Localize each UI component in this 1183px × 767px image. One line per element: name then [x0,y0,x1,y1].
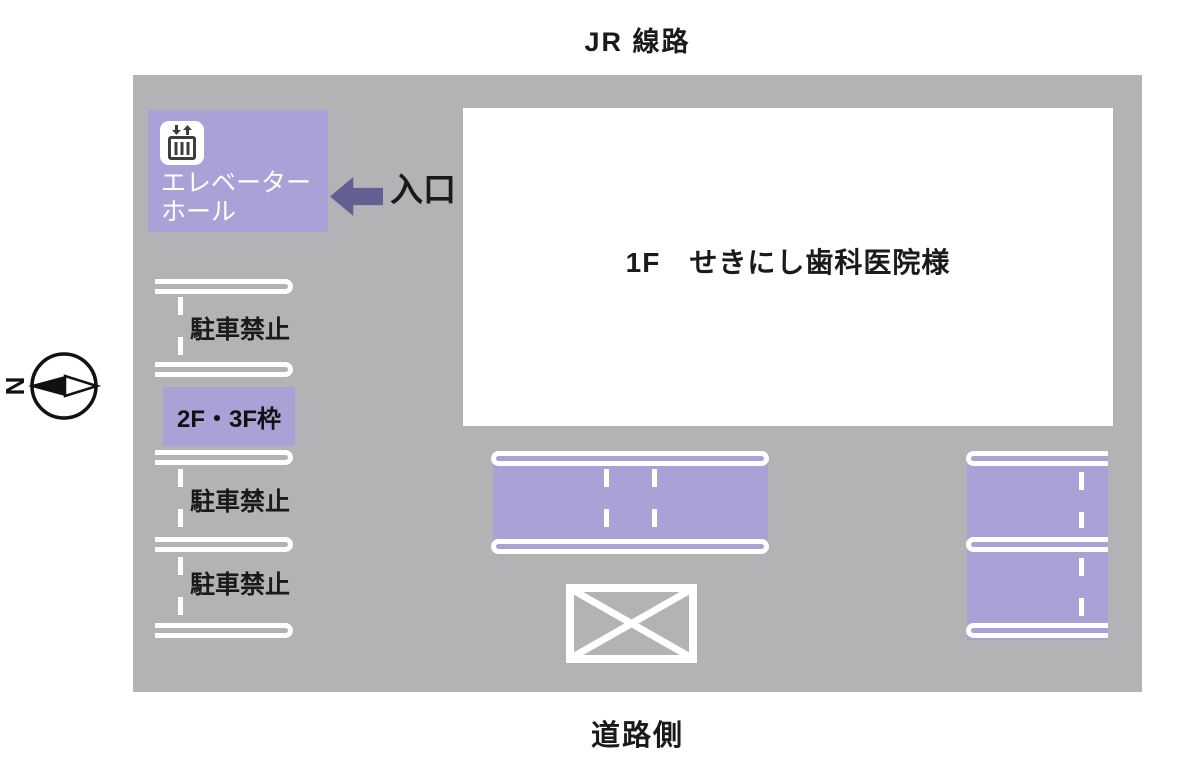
compass-north-letter: N [2,377,30,396]
parking-line [491,539,769,554]
building-1f: 1F せきにし歯科医院様 [463,108,1113,426]
parking-line [966,623,1108,638]
dashed-space-divider [1079,472,1084,528]
dashed-divider-line [178,557,183,615]
entrance-arrow-icon [330,177,383,216]
x-mark-icon [566,584,697,663]
elevator-hall-label-line2: ホール [161,198,237,226]
dashed-divider-line [178,469,183,529]
jr-line-label: JR 線路 [584,27,691,57]
parking-line [155,362,293,377]
parking-line [491,451,769,466]
parking-line [155,450,293,465]
elevator-hall-label-line1: エレベーター [161,169,312,197]
dashed-space-divider [1079,558,1084,616]
reserved-slot-label: 2F・3F枠 [176,406,281,433]
parking-line [155,279,293,294]
parking-line [966,537,1108,552]
no-parking-label: 駐車禁止 [190,488,291,516]
no-parking-label: 駐車禁止 [190,316,291,344]
compass-icon: N [2,352,102,420]
parking-line [155,537,293,552]
dashed-divider-line [178,297,183,355]
parking-line [155,623,293,638]
elevator-hall-label: エレベーター ホール [161,169,311,227]
parking-line [966,451,1108,466]
road-side-label: 道路側 [590,720,684,752]
building-1f-label: 1F せきにし歯科医院様 [625,247,951,278]
elevator-hall-zone: エレベーター ホール [148,110,328,232]
elevator-icon [160,121,204,165]
dashed-space-divider [604,469,609,529]
parking-lot: エレベーター ホール 入口 1F せきにし歯科医院様 駐車禁止 駐車禁止 駐車禁… [133,75,1142,692]
crossed-out-area [566,584,697,663]
entrance-label: 入口 [390,171,456,208]
no-parking-label: 駐車禁止 [190,571,291,599]
center-parking-block [493,456,768,552]
reserved-slot-2f3f: 2F・3F枠 [163,387,295,446]
dashed-space-divider [652,469,657,529]
